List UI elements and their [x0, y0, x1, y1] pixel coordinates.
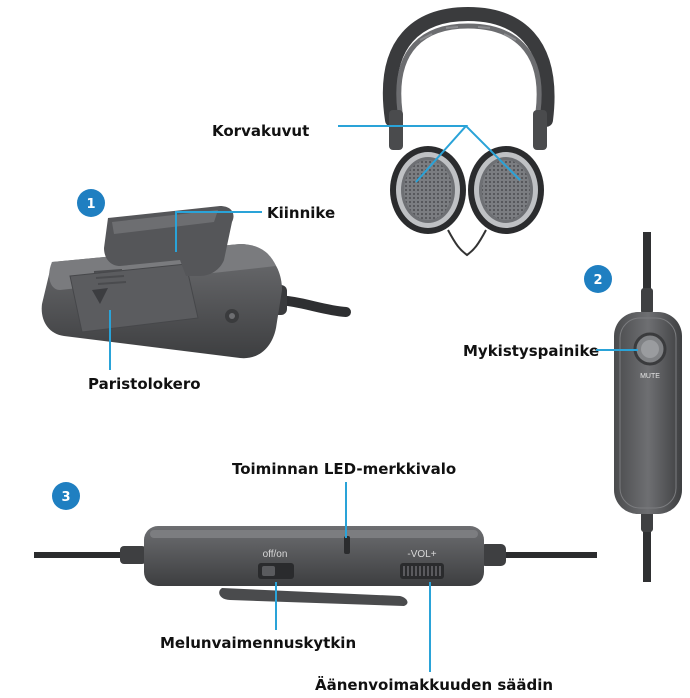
label-melunvaimennuskytkin: Melunvaimennuskytkin	[160, 634, 356, 652]
mute-text: MUTE	[640, 373, 660, 380]
badge-3-number: 3	[61, 490, 70, 505]
label-led: Toiminnan LED-merkkivalo	[232, 460, 456, 478]
label-kiinnike: Kiinnike	[267, 204, 335, 222]
label-mykistyspainike: Mykistyspainike	[463, 342, 599, 360]
label-aanenvoimakkuuden-saadin: Äänenvoimakkuuden säädin	[315, 675, 553, 694]
off-on-text: off/on	[263, 549, 288, 560]
headphones-illustration	[382, 6, 555, 257]
battery-unit-illustration	[41, 206, 351, 359]
badge-1-number: 1	[86, 197, 95, 212]
inline-control-illustration: off/on -VOL+	[34, 526, 597, 606]
label-paristolokero: Paristolokero	[88, 375, 201, 393]
vol-text: -VOL+	[407, 549, 436, 560]
label-korvakuvut: Korvakuvut	[212, 122, 309, 140]
kiinnike-leader	[175, 211, 262, 252]
mute-remote-illustration: MUTE	[614, 232, 682, 582]
badge-3	[52, 482, 80, 510]
korvakuvut-leader-right	[465, 125, 521, 181]
badge-1	[77, 189, 105, 217]
badge-2-number: 2	[593, 273, 602, 288]
badge-2	[584, 265, 612, 293]
